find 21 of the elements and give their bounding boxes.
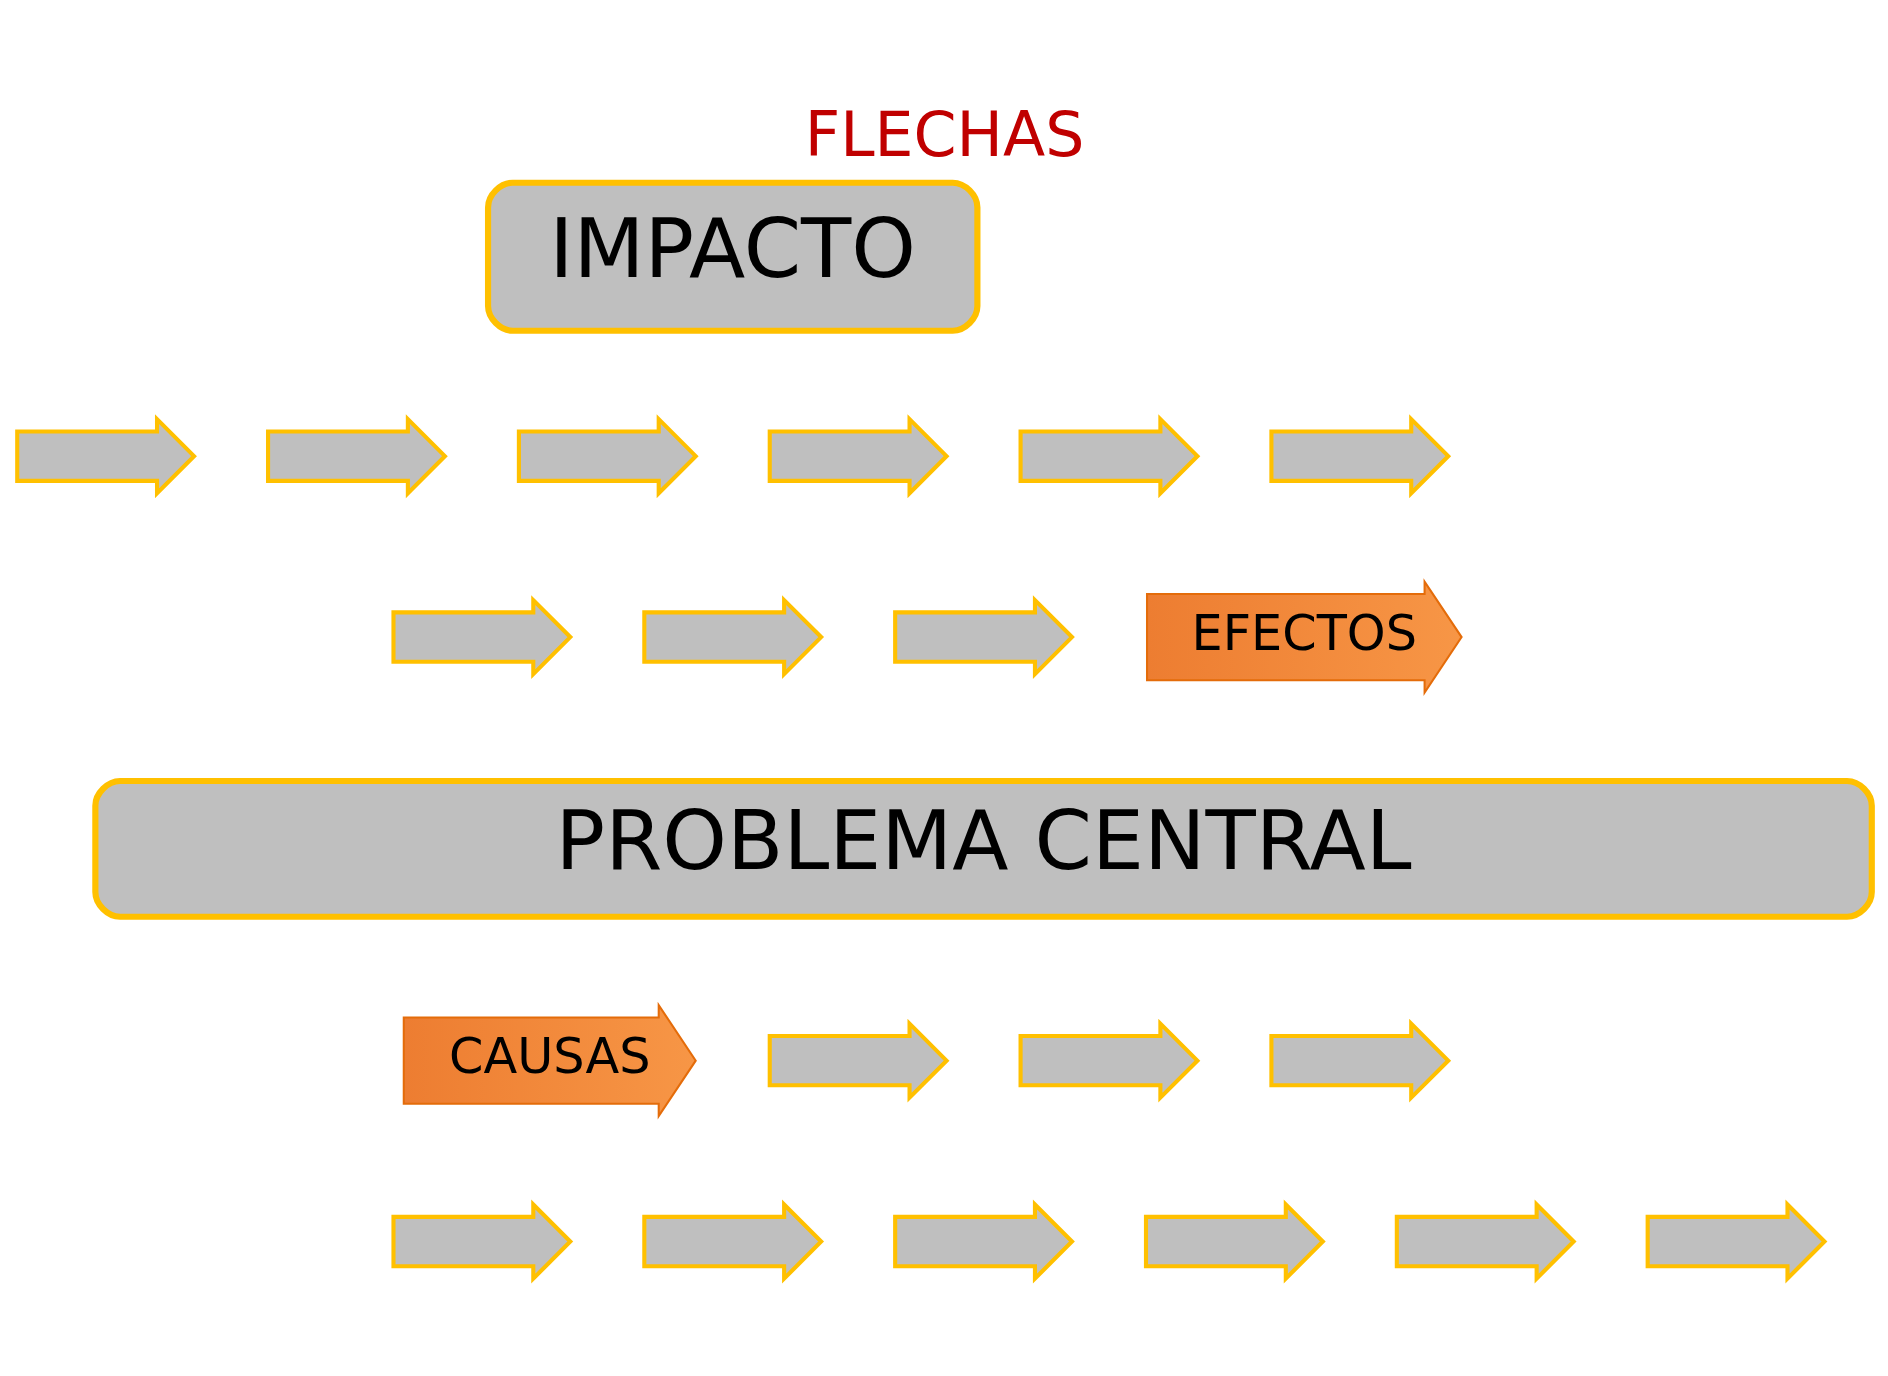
node-arrow bbox=[1268, 413, 1451, 498]
node-arrow bbox=[1018, 413, 1200, 498]
node-arrow bbox=[1645, 1199, 1827, 1284]
node-arrow bbox=[767, 413, 949, 498]
node-arrow bbox=[892, 594, 1075, 679]
node-arrow bbox=[390, 1199, 573, 1284]
node-arrow bbox=[641, 594, 824, 679]
node-arrow bbox=[1018, 1018, 1200, 1103]
diagram-title: FLECHAS bbox=[804, 98, 1084, 171]
node-arrow bbox=[265, 413, 448, 498]
node-arrow bbox=[641, 1199, 824, 1284]
node-arrow bbox=[14, 413, 197, 498]
node-arrow bbox=[892, 1199, 1075, 1284]
node-box: IMPACTO bbox=[484, 179, 980, 334]
node-arrow bbox=[1143, 1199, 1326, 1284]
node-arrow bbox=[1268, 1018, 1451, 1103]
node-arrow bbox=[767, 1018, 949, 1103]
node-box: PROBLEMA CENTRAL bbox=[91, 777, 1875, 920]
node-arrow bbox=[390, 594, 573, 679]
node-arrow bbox=[1394, 1199, 1577, 1284]
node-arrow bbox=[516, 413, 699, 498]
